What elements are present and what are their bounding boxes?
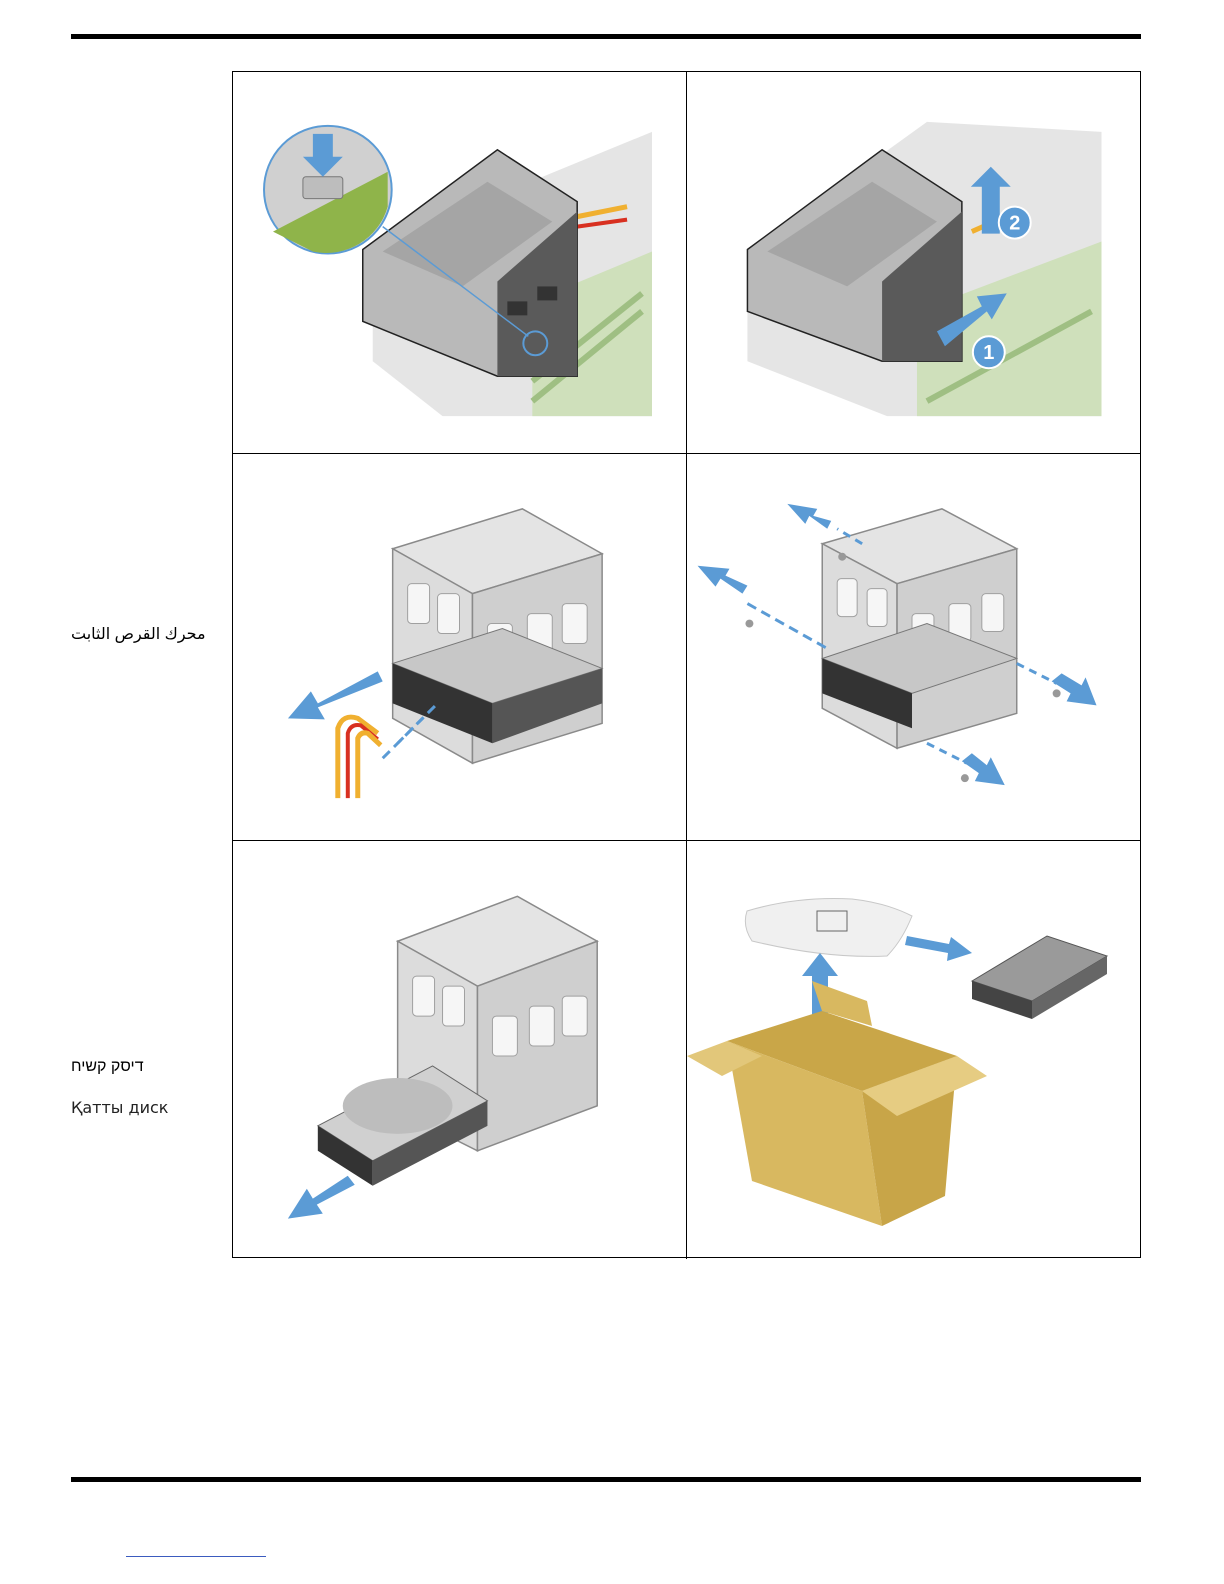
slide-out-arrow-icon — [288, 1176, 355, 1219]
step-slide-out-drive-illustration — [233, 841, 687, 1259]
screw-arrow-icon — [787, 504, 831, 529]
arrow-right-icon — [905, 936, 972, 961]
screw-arrow-icon — [1052, 673, 1097, 705]
screw-arrow-icon — [962, 753, 1005, 785]
step-unpack-drive-illustration — [687, 841, 1141, 1259]
footer-underline — [126, 1556, 266, 1557]
header-rule — [71, 34, 1141, 39]
step-remove-screws-illustration — [687, 454, 1141, 841]
screw-arrow-icon — [698, 566, 748, 594]
step-press-latch-illustration — [233, 72, 687, 454]
label-arabic: محرك القرص الثابت — [71, 624, 206, 644]
step-disconnect-cable-illustration — [233, 454, 687, 841]
step-slide-lift-cage-illustration: 2 1 — [687, 72, 1141, 454]
illustration-grid: 2 1 — [232, 71, 1141, 1258]
footer-rule — [71, 1477, 1141, 1482]
pull-arrow-icon — [288, 671, 383, 719]
step-2-number: 2 — [1009, 213, 1020, 235]
step-1-number: 1 — [983, 342, 994, 364]
label-hebrew: דיסק קשיח — [71, 1058, 144, 1076]
label-kazakh: Қатты диск — [71, 1098, 168, 1117]
